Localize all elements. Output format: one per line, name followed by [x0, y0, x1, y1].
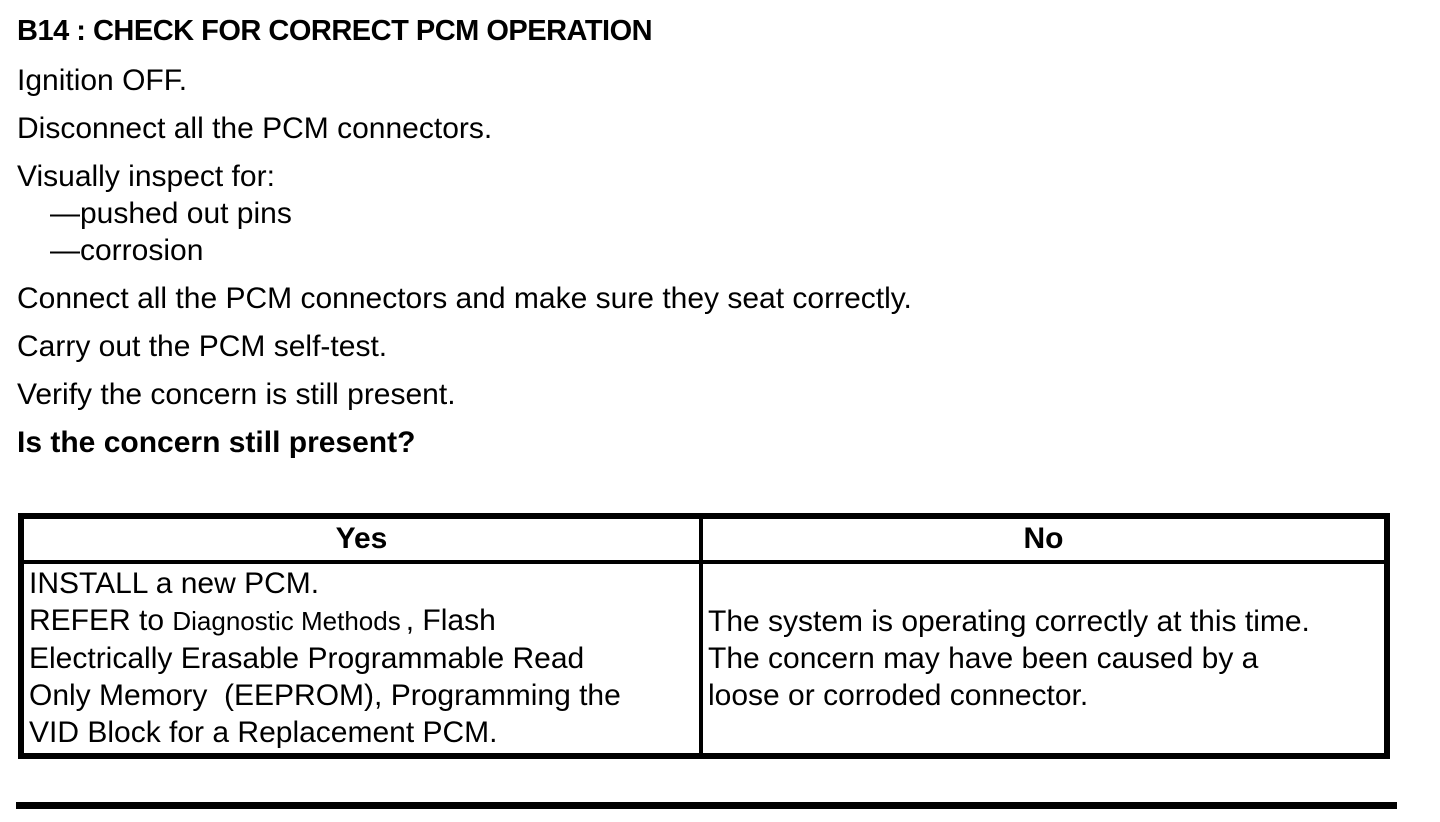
- yes-line-install: INSTALL a new PCM.: [29, 567, 320, 600]
- step-disconnect-connectors: Disconnect all the PCM connectors.: [17, 112, 493, 145]
- no-header-cell: No: [699, 514, 1389, 564]
- yes-line-eeprom-2: Only Memory (EEPROM), Programming the: [29, 679, 621, 712]
- results-table: Yes No INSTALL a new PCM. REFER to Diagn…: [18, 513, 1390, 759]
- step-visually-inspect: Visually inspect for:: [17, 160, 275, 193]
- yes-header-cell: Yes: [19, 514, 703, 564]
- inspect-item-corrosion: —corrosion: [50, 234, 204, 267]
- inspect-item-pushed-pins: —pushed out pins: [50, 197, 292, 230]
- step-connect-connectors: Connect all the PCM connectors and make …: [17, 282, 912, 315]
- bottom-rule: [16, 802, 1397, 809]
- question-text: Is the concern still present?: [17, 426, 416, 459]
- procedure-title: B14 : CHECK FOR CORRECT PCM OPERATION: [17, 15, 653, 47]
- yes-line-vid-block: VID Block for a Replacement PCM.: [29, 716, 498, 749]
- yes-line-eeprom-1: Electrically Erasable Programmable Read: [29, 642, 585, 675]
- yes-line-refer: REFER to Diagnostic Methods, Flash: [29, 602, 695, 640]
- step-verify-concern: Verify the concern is still present.: [17, 378, 456, 411]
- yes-result-cell: INSTALL a new PCM. REFER to Diagnostic M…: [19, 560, 703, 758]
- results-body-row: INSTALL a new PCM. REFER to Diagnostic M…: [19, 560, 1389, 758]
- refer-prefix-text: REFER to: [29, 604, 173, 637]
- no-line-2: The concern may have been caused by a: [708, 641, 1259, 675]
- step-ignition-off: Ignition OFF.: [17, 64, 188, 97]
- refer-suffix-text: , Flash: [405, 604, 496, 637]
- results-header-row: Yes No: [19, 514, 1389, 564]
- no-result-cell: The system is operating correctly at thi…: [699, 560, 1389, 758]
- no-line-3: loose or corroded connector.: [708, 678, 1089, 712]
- no-line-1: The system is operating correctly at thi…: [708, 604, 1310, 638]
- diagnostic-methods-link[interactable]: Diagnostic Methods: [172, 606, 401, 636]
- step-self-test: Carry out the PCM self-test.: [17, 330, 388, 363]
